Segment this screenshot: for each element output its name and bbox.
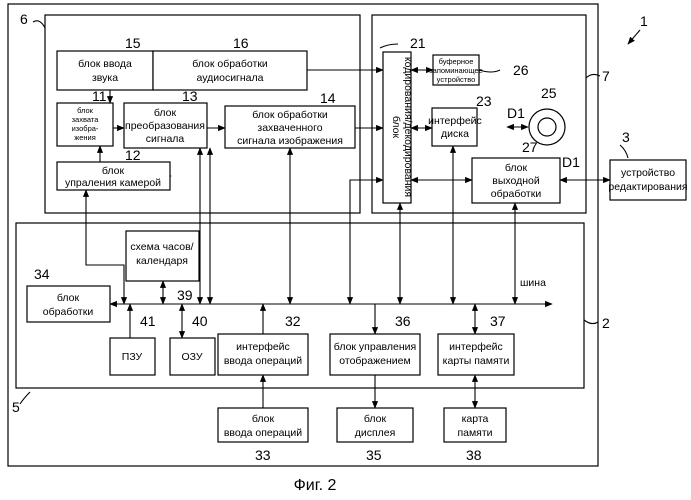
block-rom: ПЗУ 41 (110, 313, 156, 375)
block-memory-card: карта памяти 38 (444, 408, 506, 463)
svg-text:13: 13 (182, 88, 198, 104)
svg-text:календаря: календаря (136, 255, 188, 267)
svg-text:37: 37 (490, 313, 506, 329)
svg-text:32: 32 (285, 313, 301, 329)
block-memory-card-interface: интерфейс карты памяти 37 (438, 313, 514, 375)
svg-text:15: 15 (125, 35, 141, 51)
block-display: блок дисплея 35 (337, 408, 413, 463)
figure-caption: Фиг. 2 (294, 477, 337, 494)
svg-text:изобра-: изобра- (72, 124, 99, 133)
svg-text:33: 33 (255, 447, 271, 463)
svg-text:39: 39 (177, 287, 193, 303)
svg-text:интерфейс: интерфейс (428, 115, 482, 127)
svg-text:23: 23 (476, 93, 492, 109)
svg-text:ОЗУ: ОЗУ (181, 351, 202, 363)
svg-text:27: 27 (522, 139, 538, 155)
svg-text:памяти: памяти (457, 427, 492, 439)
svg-text:захвата: захвата (72, 115, 100, 124)
block-disk-interface: интерфейс диска 23 (428, 93, 492, 146)
block-audio-input: блок ввода звука 15 (57, 35, 153, 90)
svg-text:12: 12 (125, 147, 141, 163)
svg-text:блок: блок (364, 413, 387, 425)
svg-text:жения: жения (74, 133, 96, 142)
svg-text:выходной: выходной (492, 175, 540, 187)
region-3-number: 3 (622, 129, 630, 145)
region-7-number: 7 (602, 68, 610, 84)
block-image-capture: блок захвата изобра- жения 11 (57, 88, 113, 146)
svg-text:блок: блок (102, 165, 125, 177)
svg-text:14: 14 (320, 90, 336, 106)
svg-text:сигнала: сигнала (146, 133, 185, 145)
svg-text:кодирования/декодирования: кодирования/декодирования (402, 57, 414, 197)
block-signal-conversion: блок преобразования сигнала 13 (124, 88, 207, 148)
svg-text:схема часов/: схема часов/ (130, 241, 193, 253)
svg-text:устройство: устройство (621, 167, 675, 179)
block-disk: 25 (529, 85, 565, 145)
region-5-number: 5 (12, 399, 20, 415)
svg-text:ПЗУ: ПЗУ (122, 351, 143, 363)
svg-text:40: 40 (192, 313, 208, 329)
svg-text:блок: блок (77, 106, 94, 115)
svg-text:38: 38 (466, 447, 482, 463)
region-2-number: 2 (602, 315, 610, 331)
svg-text:блок: блок (252, 413, 275, 425)
svg-text:ввода операций: ввода операций (224, 355, 302, 367)
svg-text:16: 16 (233, 35, 249, 51)
svg-text:редактирования: редактирования (608, 181, 687, 193)
svg-text:36: 36 (395, 313, 411, 329)
svg-text:буферное: буферное (439, 57, 474, 66)
svg-text:блок обработки: блок обработки (252, 109, 328, 121)
svg-text:обработки: обработки (43, 306, 94, 318)
svg-text:диска: диска (441, 128, 469, 140)
svg-text:упраления камерой: упраления камерой (65, 177, 161, 189)
svg-text:21: 21 (410, 35, 426, 51)
svg-text:11: 11 (92, 88, 107, 104)
svg-text:26: 26 (513, 62, 529, 78)
block-buffer-memory: буферное запоминающее устройство 26 (429, 55, 529, 85)
block-camera-control: блок упраления камерой 12 (57, 147, 170, 190)
svg-text:блок: блок (390, 116, 402, 139)
signal-label-output: D1 (562, 154, 580, 170)
svg-text:интерфейс: интерфейс (449, 341, 503, 353)
block-editing-device: устройство редактирования (608, 160, 687, 200)
svg-text:захваченного: захваченного (257, 122, 322, 134)
svg-text:преобразования: преобразования (125, 120, 205, 132)
figure-ref-number: 1 (640, 13, 648, 29)
svg-text:блок: блок (57, 292, 80, 304)
block-output-processing: блок выходной обработки 27 (472, 139, 560, 203)
block-processing: блок обработки 34 (27, 266, 110, 322)
block-ram: ОЗУ 40 (170, 313, 215, 375)
svg-text:обработки: обработки (491, 188, 542, 200)
svg-text:карта: карта (462, 413, 489, 425)
svg-text:устройство: устройство (437, 75, 476, 84)
block-operation-input: блок ввода операций 33 (218, 408, 308, 463)
svg-text:41: 41 (140, 313, 156, 329)
block-image-processing: блок обработки захваченного сигнала изоб… (225, 90, 355, 148)
bus-label: шина (520, 277, 546, 289)
svg-text:аудиосигнала: аудиосигнала (196, 72, 263, 84)
svg-text:35: 35 (366, 447, 382, 463)
svg-text:блок обработки: блок обработки (192, 58, 268, 70)
block-audio-processing: блок обработки аудиосигнала 16 (153, 35, 307, 90)
svg-text:блок: блок (505, 162, 528, 174)
signal-label-disk: D1 (507, 105, 525, 121)
svg-text:ввода операций: ввода операций (224, 427, 302, 439)
svg-text:25: 25 (541, 85, 557, 101)
svg-text:интерфейс: интерфейс (236, 341, 290, 353)
svg-text:блок управления: блок управления (334, 341, 416, 353)
svg-text:блок: блок (154, 107, 177, 119)
svg-text:блок ввода: блок ввода (78, 58, 132, 70)
svg-text:34: 34 (34, 266, 50, 282)
block-codec: блок кодирования/декодирования 21 (383, 35, 426, 203)
svg-text:карты памяти: карты памяти (443, 355, 510, 367)
svg-text:дисплея: дисплея (355, 427, 396, 439)
region-6-number: 6 (20, 11, 28, 27)
svg-text:отображением: отображением (339, 355, 410, 367)
svg-text:сигнала изображения: сигнала изображения (237, 135, 343, 147)
svg-text:звука: звука (92, 72, 118, 84)
svg-text:запоминающее: запоминающее (429, 66, 483, 75)
